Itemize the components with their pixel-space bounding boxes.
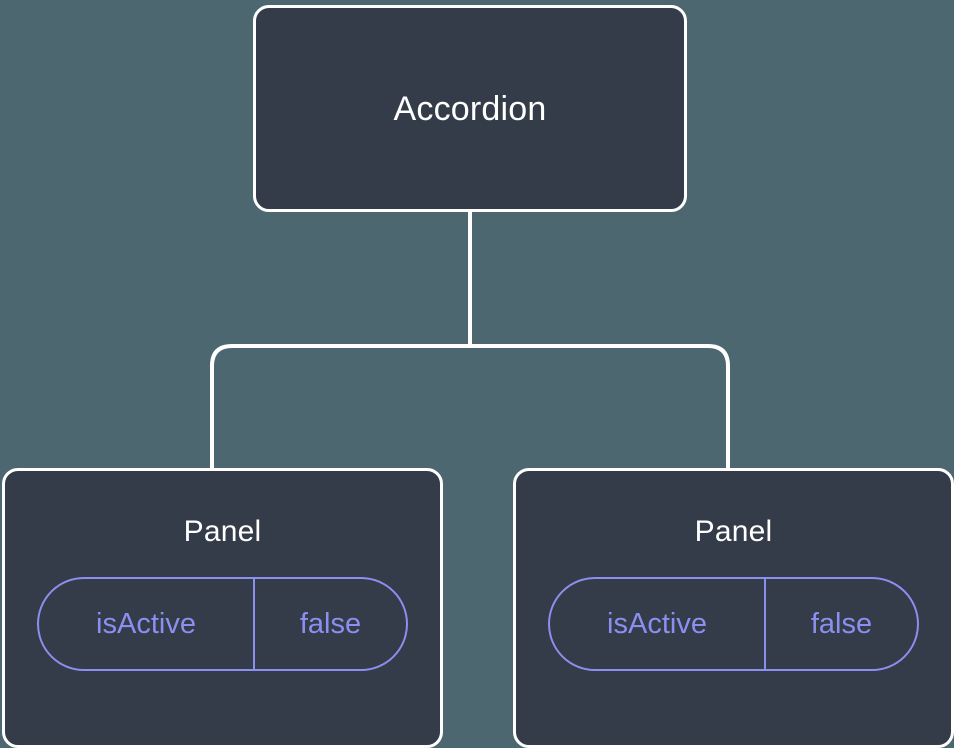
state-value-left: false: [299, 607, 362, 640]
state-badge-right[interactable]: isActive false: [548, 577, 919, 671]
state-badge-left[interactable]: isActive false: [37, 577, 408, 671]
state-value-right: false: [810, 607, 873, 640]
state-key-right: isActive: [550, 579, 766, 669]
edge-bus-to-panels: [210, 344, 730, 468]
node-panel-left[interactable]: Panel isActive false: [2, 468, 443, 748]
node-accordion-title: Accordion: [393, 89, 547, 128]
node-accordion[interactable]: Accordion: [253, 5, 687, 212]
node-panel-right[interactable]: Panel isActive false: [513, 468, 954, 748]
node-panel-right-title: Panel: [694, 515, 773, 548]
state-key-left: isActive: [39, 579, 255, 669]
node-panel-left-title: Panel: [183, 515, 262, 548]
